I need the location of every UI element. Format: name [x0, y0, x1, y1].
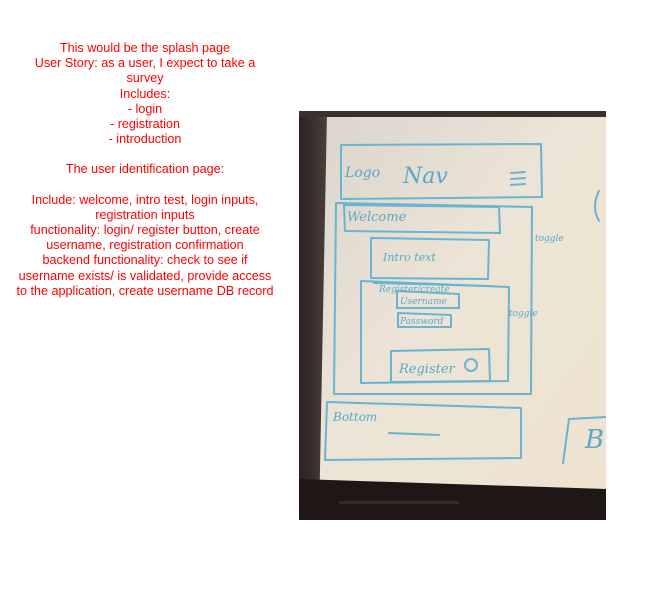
identification-heading: The user identification page:: [65, 162, 225, 177]
user-story: User Story: as a user, I expect to take …: [34, 56, 256, 86]
spacer: [16, 178, 274, 193]
intro-label: Intro text: [382, 251, 436, 264]
username-input-box: [396, 290, 460, 309]
includes-item-introduction: - introduction: [108, 132, 182, 147]
includes-item-registration: - registration: [110, 117, 180, 132]
spacer: [16, 147, 274, 162]
footer-box: [324, 401, 522, 461]
includes-item-login: - login: [127, 101, 163, 116]
marker-strokes: [324, 143, 606, 464]
logo-label: Logo: [344, 165, 380, 181]
nav-label: Nav: [402, 164, 448, 189]
header-box: [340, 143, 543, 200]
splash-title: This would be the splash page: [59, 41, 231, 55]
functionality-line: functionality: login/ register button, c…: [30, 223, 260, 253]
register-circle-icon: [464, 358, 478, 372]
intro-box: [370, 237, 490, 280]
password-input-box: [397, 312, 452, 328]
bottom-label: Bottom: [332, 410, 377, 424]
board-frame-bottom: [299, 479, 606, 520]
toggle-label-form: toggle: [509, 309, 538, 319]
annotation-notes: This would be the splash page User Story…: [16, 41, 274, 299]
board-frame-top: [299, 111, 606, 117]
board-tray: [339, 501, 459, 504]
include-line: Include: welcome, intro test, login inpu…: [31, 192, 259, 222]
backend-line: backend functionality: check to see if u…: [16, 253, 274, 298]
username-label: Username: [400, 297, 447, 307]
marker-labels: Logo Nav Welcome Intro text toggle toggl…: [332, 164, 604, 455]
welcome-label: Welcome: [347, 210, 407, 225]
edge-sketch: [562, 416, 606, 464]
wireframe-sketch: Logo Nav Welcome Intro text toggle toggl…: [299, 111, 606, 520]
edge-letter-label: B: [584, 425, 604, 455]
password-label: Password: [399, 317, 444, 327]
menu-icon: [510, 171, 526, 186]
footer-line: [388, 432, 440, 436]
register-label: Register: [398, 362, 456, 377]
register-create-label: Register/create: [378, 285, 450, 295]
welcome-tab: [343, 204, 501, 234]
edge-curve: [594, 190, 600, 222]
form-header-line: [373, 282, 490, 287]
whiteboard-surface: [299, 111, 606, 520]
toggle-label-top: toggle: [535, 234, 564, 244]
includes-heading: Includes:: [119, 86, 171, 101]
whiteboard-sketch-photo: Logo Nav Welcome Intro text toggle toggl…: [299, 111, 606, 520]
register-button-box: [390, 348, 491, 383]
board-frame-left: [299, 111, 327, 520]
